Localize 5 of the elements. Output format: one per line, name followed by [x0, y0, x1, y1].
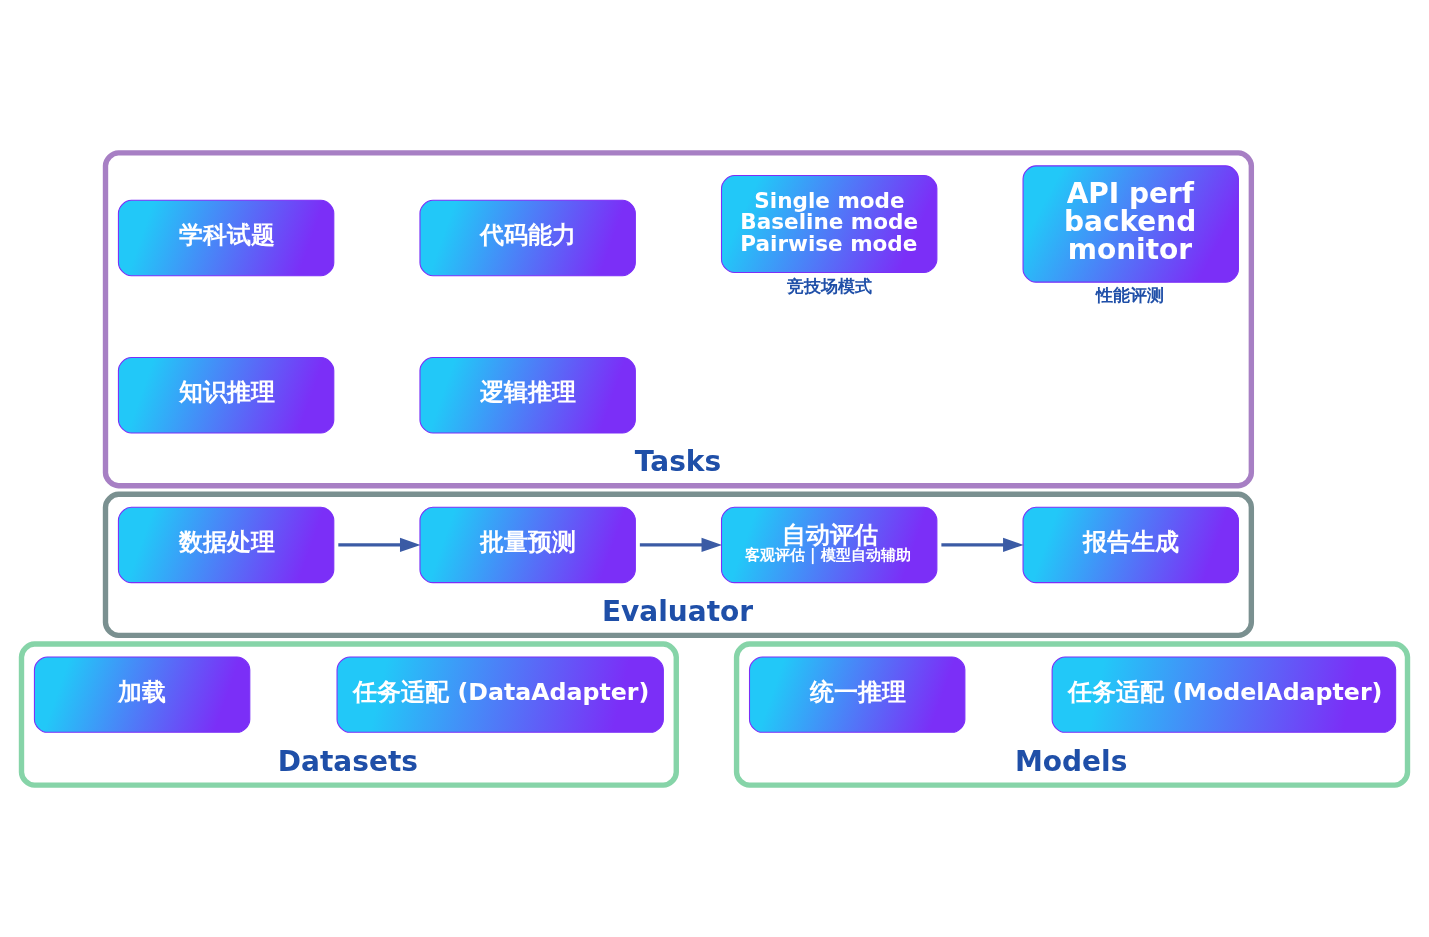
- arrow: [941, 537, 1024, 552]
- node-label: 竞技场模式: [786, 275, 872, 296]
- arrow: [639, 537, 723, 552]
- node-label: 性能评测: [1096, 284, 1165, 305]
- arrow: [338, 537, 421, 552]
